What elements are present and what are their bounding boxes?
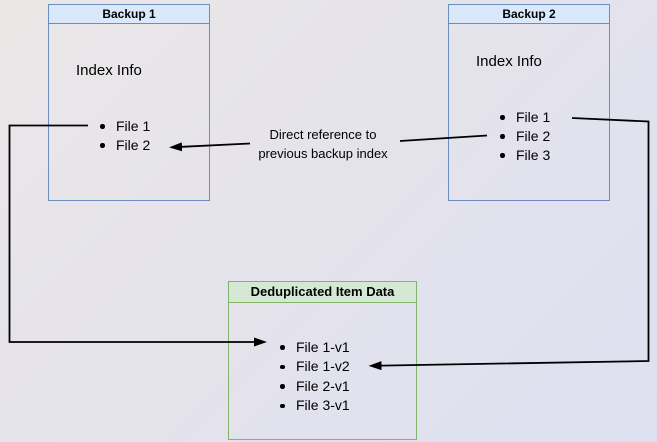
backup1-file-1: File 1 xyxy=(98,117,150,136)
backup2-box: Backup 2 Index Info File 1 File 2 File 3 xyxy=(448,4,610,201)
dedup-file-list: File 1-v1 File 1-v2 File 2-v1 File 3-v1 xyxy=(278,338,350,416)
backup2-file-2: File 2 xyxy=(498,127,550,146)
dedup-file-3v1: File 3-v1 xyxy=(278,396,350,415)
dedup-box: Deduplicated Item Data File 1-v1 File 1-… xyxy=(228,281,417,440)
backup2-file-list: File 1 File 2 File 3 xyxy=(498,108,550,165)
backup2-index-info-label: Index Info xyxy=(476,53,542,70)
dedup-file-1v1: File 1-v1 xyxy=(278,338,350,357)
backup1-box: Backup 1 Index Info File 1 File 2 xyxy=(48,4,210,201)
dedup-file-2v1: File 2-v1 xyxy=(278,377,350,396)
dedup-file-1v2: File 1-v2 xyxy=(278,357,350,376)
backup2-file-1: File 1 xyxy=(498,108,550,127)
dedup-title: Deduplicated Item Data xyxy=(229,282,416,303)
backup1-index-info-label: Index Info xyxy=(76,62,142,79)
backup2-title: Backup 2 xyxy=(449,5,609,24)
backup1-title: Backup 1 xyxy=(49,5,209,24)
backup1-file-list: File 1 File 2 xyxy=(98,117,150,155)
backup1-file-2: File 2 xyxy=(98,136,150,155)
annotation-line-1: Direct reference to xyxy=(269,127,377,142)
annotation-line-2: previous backup index xyxy=(258,146,388,161)
backup2-file-3: File 3 xyxy=(498,146,550,165)
annotation-direct-reference: Direct reference to previous backup inde… xyxy=(223,125,423,163)
